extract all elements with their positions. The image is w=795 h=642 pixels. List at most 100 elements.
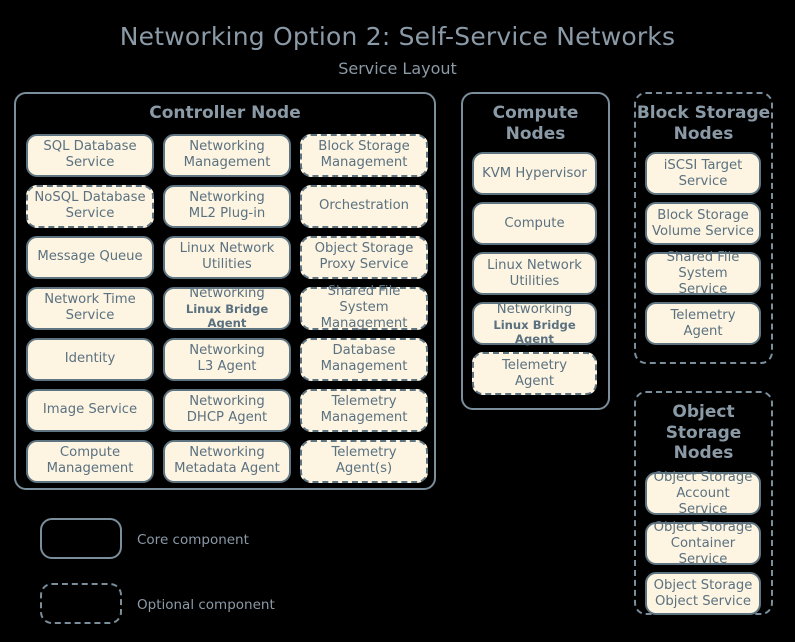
controller-service-networking-l3-agent-sublabel: L3 Agent	[197, 359, 257, 375]
controller-service-image-service[interactable]: Image Service	[26, 388, 154, 432]
controller-service-telemetry-management-sublabel: Management	[320, 410, 408, 426]
controller-service-networking-dhcp-agent-label: Networking	[189, 394, 265, 410]
block-storage-service-iscsi-target-service-sublabel: Service	[678, 173, 728, 189]
controller-service-networking-linux-bridge-agent-label: Networking	[189, 286, 265, 302]
controller-service-identity[interactable]: Identity	[26, 337, 154, 381]
controller-service-networking-metadata-agent-label: Networking	[189, 445, 265, 461]
controller-service-compute-management-sublabel: Management	[46, 461, 134, 477]
object-storage-service-object-storage-account-service-label: Object Storage	[653, 469, 753, 485]
controller-service-orchestration[interactable]: Orchestration	[300, 184, 428, 228]
controller-service-networking-dhcp-agent-sublabel: DHCP Agent	[186, 410, 268, 426]
compute-service-telemetry-agent-label: Telemetry	[501, 357, 568, 373]
compute-nodes-title-line1: Compute	[492, 103, 579, 123]
block-storage-service-telemetry-agent-label: Telemetry	[670, 307, 736, 323]
controller-service-networking-l3-agent-label: Networking	[189, 343, 265, 359]
block-storage-service-iscsi-target-service-label: iSCSI Target	[663, 157, 743, 173]
object-storage-service-object-storage-account-service-sublabel: Account Service	[676, 485, 730, 517]
controller-service-object-storage-proxy-service-label: Object Storage	[314, 241, 414, 257]
compute-service-compute-label: Compute	[504, 215, 565, 231]
page-title: Networking Option 2: Self-Service Networ…	[119, 22, 676, 51]
controller-service-sql-database-service-label: SQL Database	[43, 139, 137, 155]
object-storage-service-object-storage-object-service-label: Object Storage	[653, 577, 753, 593]
block-storage-service-shared-file-system-service-sublabel: Service	[678, 282, 728, 298]
legend-core-swatch	[40, 518, 122, 559]
compute-service-compute[interactable]: Compute	[472, 202, 597, 246]
compute-service-linux-network-utilities-label: Linux Network	[487, 257, 582, 273]
controller-service-networking-linux-bridge-agent-sublabel: Linux Bridge Agent	[185, 302, 269, 331]
object-storage-service-object-storage-container-service-sublabel: Container Service	[670, 535, 736, 567]
controller-service-networking-ml2-plug-in-sublabel: ML2 Plug-in	[188, 206, 266, 222]
controller-service-sql-database-service-sublabel: Service	[65, 155, 115, 171]
controller-service-identity-label: Identity	[64, 351, 116, 367]
controller-service-message-queue[interactable]: Message Queue	[26, 235, 154, 279]
compute-service-networking-linux-bridge-agent-sublabel: Linux Bridge Agent	[493, 317, 576, 347]
block-storage-service-shared-file-system-service-label: Shared File System	[666, 249, 740, 281]
controller-service-object-storage-proxy-service-sublabel: Proxy Service	[319, 257, 409, 273]
block-storage-service-block-storage-volume-service-label: Block Storage	[657, 207, 749, 223]
controller-service-shared-file-system-management-sublabel: Management	[320, 316, 408, 332]
controller-service-compute-management-label: Compute	[59, 445, 121, 461]
object-storage-nodes-title: Object Storage Nodes	[636, 393, 771, 468]
legend-core-label: Core component	[137, 532, 249, 548]
compute-nodes-title: Compute Nodes	[463, 94, 608, 148]
controller-service-network-time-service-label: Network Time	[44, 292, 136, 308]
legend-optional-label: Optional component	[137, 597, 275, 613]
controller-service-nosql-database-service-sublabel: Service	[65, 206, 115, 222]
controller-service-telemetry-management-label: Telemetry	[331, 394, 397, 410]
controller-service-linux-network-utilities-label: Linux Network	[179, 241, 275, 257]
legend-optional-swatch	[40, 583, 122, 624]
compute-service-telemetry-agent-sublabel: Agent	[514, 373, 555, 389]
compute-service-kvm-hypervisor-label: KVM Hypervisor	[482, 165, 587, 181]
controller-service-message-queue-label: Message Queue	[37, 249, 143, 265]
controller-service-shared-file-system-management-label: Shared File System	[327, 284, 401, 316]
controller-service-database-management-label: Database	[332, 343, 396, 359]
compute-service-networking-linux-bridge-agent-label: Networking	[496, 301, 573, 317]
controller-service-block-storage-management-sublabel: Management	[320, 155, 408, 171]
compute-service-kvm-hypervisor[interactable]: KVM Hypervisor	[472, 152, 597, 196]
compute-nodes-title-line2: Nodes	[505, 123, 566, 144]
controller-service-networking-ml2-plug-in-label: Networking	[189, 190, 265, 206]
controller-service-linux-network-utilities-sublabel: Utilities	[202, 257, 252, 273]
controller-service-networking-management-label: Networking	[189, 139, 265, 155]
compute-service-linux-network-utilities-sublabel: Utilities	[509, 273, 560, 289]
page-subtitle: Service Layout	[338, 59, 457, 78]
object-storage-nodes-title-line1: Object	[672, 402, 735, 422]
controller-service-network-time-service-sublabel: Service	[65, 308, 115, 324]
block-storage-nodes-title-line2: Nodes	[673, 123, 734, 144]
controller-service-networking-management-sublabel: Management	[183, 155, 271, 171]
object-storage-service-object-storage-container-service-label: Object Storage	[653, 519, 753, 535]
controller-service-telemetry-agent-s-sublabel: Agent(s)	[335, 461, 393, 477]
object-storage-service-object-storage-object-service-sublabel: Object Service	[655, 593, 751, 609]
